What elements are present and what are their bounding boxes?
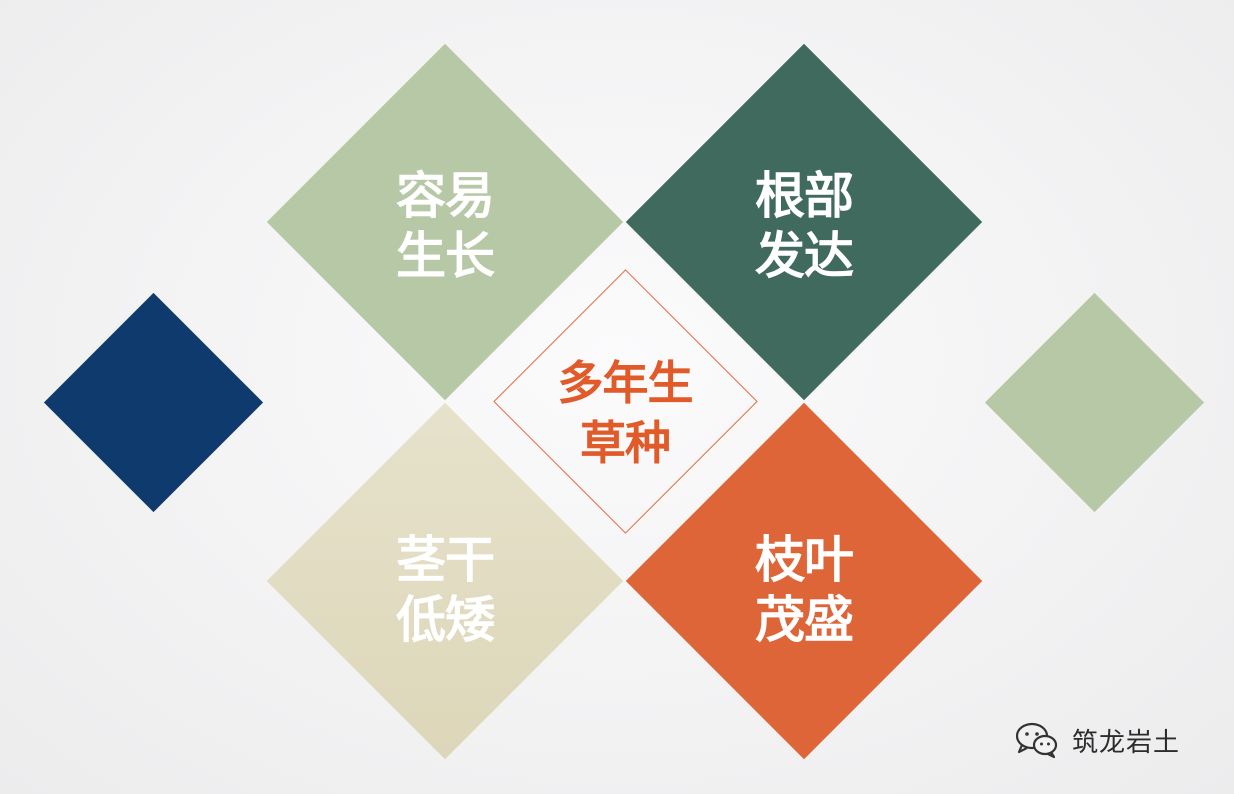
label-bottom-right: 枝叶 茂盛 [744,530,864,650]
label-bottom-right-line2: 茂盛 [755,591,854,649]
label-bottom-left-line2: 低矮 [396,591,495,649]
left-navy-diamond [43,292,264,513]
label-bottom-right-line1: 枝叶 [755,531,854,589]
watermark-text: 筑龙岩土 [1072,727,1181,758]
label-top-right: 根部 发达 [744,166,864,286]
label-top-left: 容易 生长 [385,166,505,286]
label-top-right-line1: 根部 [755,167,854,225]
label-bottom-left: 茎干 低矮 [385,530,505,650]
label-center-line2: 草种 [580,416,671,470]
label-top-left-line1: 容易 [396,167,495,225]
label-center-line1: 多年生 [557,356,694,410]
label-center: 多年生 草种 [535,353,715,473]
watermark: 筑龙岩土 [1014,718,1214,762]
label-top-left-line2: 生长 [396,227,495,285]
right-green-diamond [984,292,1205,513]
label-bottom-left-line1: 茎干 [396,531,495,589]
wechat-icon [1015,722,1058,759]
label-top-right-line2: 发达 [755,227,854,285]
